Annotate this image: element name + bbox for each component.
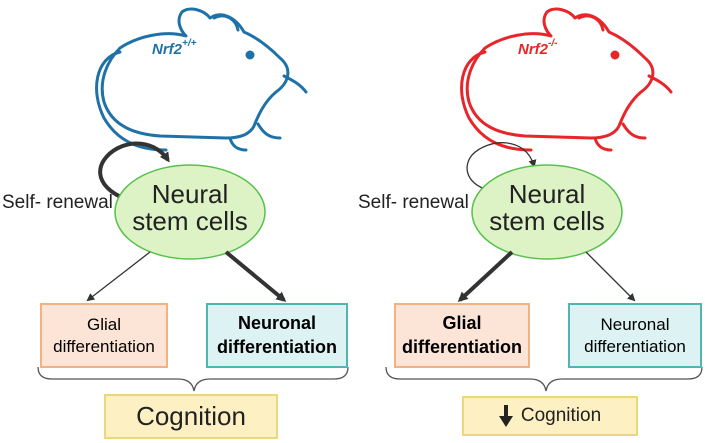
right-glial-line2: differentiation xyxy=(402,336,522,357)
left-neuronal-line1: Neuronal xyxy=(237,313,316,334)
left-genotype-label: Nrf2+/+ xyxy=(152,38,197,58)
left-brace xyxy=(37,366,349,392)
right-neuronal-line2: differentiation xyxy=(584,336,686,356)
left-neuronal-box: Neuronal differentiation xyxy=(206,303,348,368)
left-neuronal-line2: differentiation xyxy=(217,336,337,357)
right-stem-cell-ellipse xyxy=(471,164,623,260)
right-genotype-label: Nrf2-/- xyxy=(518,38,558,58)
left-cognition-label: Cognition xyxy=(136,401,246,431)
left-stem-cell-line1: Neural xyxy=(151,179,229,209)
left-glial-arrow xyxy=(86,251,151,302)
right-glial-line1: Glial xyxy=(442,313,482,334)
left-cognition-box: Cognition xyxy=(104,394,278,439)
right-glial-box: Glial differentiation xyxy=(394,303,530,368)
knockout-mouse-icon xyxy=(460,7,673,152)
right-cognition-box: Cognition xyxy=(462,396,638,436)
right-genotype-sup: -/- xyxy=(548,38,558,49)
left-stem-cell-label: Neural stem cells xyxy=(115,179,265,237)
left-glial-line1: Glial xyxy=(86,315,121,335)
wildtype-mouse-icon xyxy=(95,7,308,152)
right-neuronal-arrow xyxy=(585,251,636,302)
right-stem-cell-label: Neural stem cells xyxy=(472,179,622,237)
right-stem-cell-line2: stem cells xyxy=(489,206,605,237)
left-genotype-sup: +/+ xyxy=(182,38,197,49)
left-glial-box: Glial differentiation xyxy=(40,303,168,368)
left-stem-cell-line2: stem cells xyxy=(132,206,248,237)
right-cognition-label: Cognition xyxy=(520,405,602,426)
left-stem-cell-ellipse xyxy=(114,164,266,260)
right-self-renewal-arrow xyxy=(466,142,537,193)
right-neuronal-box: Neuronal differentiation xyxy=(568,303,702,368)
down-arrow-icon xyxy=(498,405,513,427)
left-glial-line2: differentiation xyxy=(53,336,155,356)
right-glial-arrow xyxy=(457,250,514,303)
right-genotype-name: Nrf2 xyxy=(518,41,549,58)
left-neuronal-arrow xyxy=(224,250,287,302)
right-brace xyxy=(385,366,703,392)
left-genotype-name: Nrf2 xyxy=(152,41,183,58)
right-neuronal-line1: Neuronal xyxy=(600,315,670,335)
right-stem-cell-line1: Neural xyxy=(508,179,586,209)
right-self-renewal-label: Self- renewal xyxy=(358,192,469,213)
left-self-renewal-label: Self- renewal xyxy=(2,192,113,213)
